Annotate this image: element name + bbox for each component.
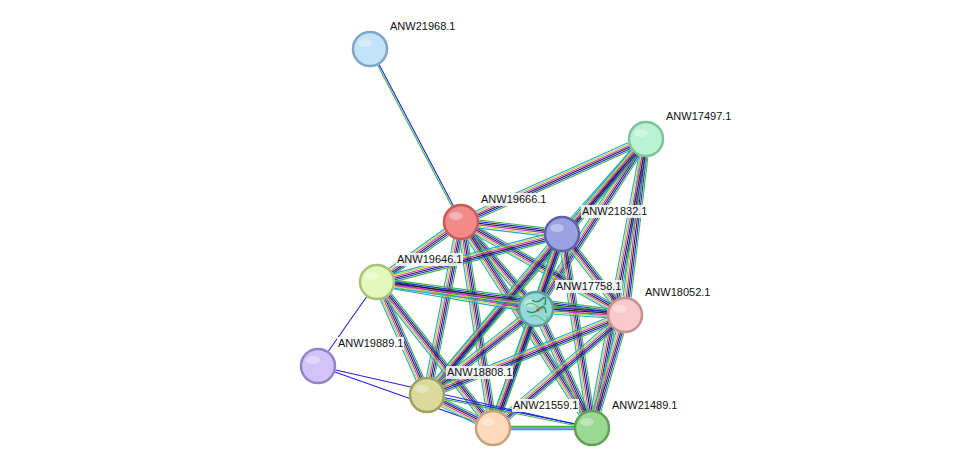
evidence-line xyxy=(394,236,544,275)
protein-node: ANW17758.1 xyxy=(518,291,554,327)
evidence-line xyxy=(391,294,485,412)
node-circle xyxy=(607,297,643,333)
node-label: ANW18052.1 xyxy=(644,286,711,299)
evidence-line xyxy=(444,323,525,387)
protein-node: ANW21489.1 xyxy=(574,410,610,446)
evidence-line xyxy=(437,246,549,379)
node-circle xyxy=(544,216,580,252)
interaction-edge xyxy=(554,306,608,318)
evidence-line xyxy=(441,320,522,384)
evidence-line xyxy=(443,322,524,386)
evidence-line xyxy=(394,238,544,277)
evidence-line xyxy=(511,429,574,430)
evidence-line xyxy=(505,325,610,415)
protein-node: ANW17497.1 xyxy=(628,121,664,157)
node-label: ANW21489.1 xyxy=(611,399,678,412)
protein-node: ANW21559.1 xyxy=(475,410,511,446)
evidence-line xyxy=(395,242,545,281)
protein-node: ANW18052.1 xyxy=(607,297,643,333)
interaction-edge xyxy=(570,246,617,303)
evidence-line xyxy=(386,298,480,416)
evidence-line xyxy=(554,314,607,318)
evidence-line xyxy=(379,65,453,206)
evidence-line xyxy=(390,295,484,413)
evidence-line xyxy=(442,405,476,422)
node-label: ANW18808.1 xyxy=(446,366,513,379)
evidence-line xyxy=(440,318,521,382)
node-circle xyxy=(518,291,554,327)
evidence-line xyxy=(445,325,610,392)
node-label: ANW19666.1 xyxy=(480,193,547,206)
node-label: ANW21832.1 xyxy=(581,205,648,218)
node-label: ANW19889.1 xyxy=(337,337,404,350)
node-circle xyxy=(352,31,388,67)
protein-node: ANW21832.1 xyxy=(544,216,580,252)
evidence-line xyxy=(593,331,616,409)
evidence-line xyxy=(571,250,612,303)
protein-node: ANW18808.1 xyxy=(409,377,445,413)
evidence-line xyxy=(439,317,520,381)
evidence-line xyxy=(378,65,452,206)
node-circle xyxy=(574,410,610,446)
interaction-edge xyxy=(385,294,485,417)
node-circle xyxy=(443,204,479,240)
node-label: ANW17758.1 xyxy=(555,280,622,293)
evidence-line xyxy=(471,237,583,413)
protein-node: ANW19889.1 xyxy=(300,348,336,384)
evidence-line xyxy=(439,248,551,381)
node-label: ANW21968.1 xyxy=(389,20,456,33)
evidence-line xyxy=(445,324,610,391)
node-circle xyxy=(300,348,336,384)
node-label: ANW21559.1 xyxy=(512,399,579,412)
evidence-line xyxy=(509,330,614,420)
evidence-line xyxy=(572,249,613,302)
node-circle xyxy=(409,377,445,413)
node-circle xyxy=(359,264,395,300)
protein-node: ANW19646.1 xyxy=(359,264,395,300)
evidence-line xyxy=(443,404,477,421)
evidence-line xyxy=(511,427,574,428)
evidence-line xyxy=(441,407,475,424)
evidence-line xyxy=(393,235,543,274)
evidence-line xyxy=(504,324,609,414)
evidence-line xyxy=(442,321,523,385)
interaction-edge xyxy=(439,317,525,387)
node-circle xyxy=(475,410,511,446)
protein-node: ANW19666.1 xyxy=(443,204,479,240)
interaction-edge xyxy=(511,426,574,429)
node-label: ANW19646.1 xyxy=(396,253,463,266)
protein-node: ANW21968.1 xyxy=(352,31,388,67)
evidence-line xyxy=(511,426,574,427)
interaction-edge xyxy=(378,65,454,207)
node-label: ANW17497.1 xyxy=(665,110,732,123)
node-circle xyxy=(628,121,664,157)
evidence-line xyxy=(395,239,545,278)
evidence-line xyxy=(467,239,579,415)
evidence-line xyxy=(388,297,482,415)
evidence-line xyxy=(508,329,613,419)
